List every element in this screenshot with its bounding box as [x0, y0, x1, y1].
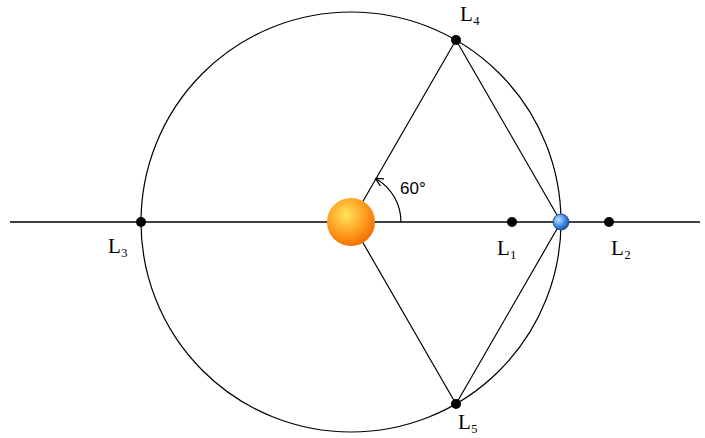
l5-planet-line: [456, 222, 561, 404]
l4-planet-line: [456, 40, 561, 222]
sun: [327, 198, 375, 246]
l1-dot: [507, 217, 517, 227]
point-label: L₂: [611, 238, 631, 259]
l5-dot: [451, 399, 461, 409]
l2-dot: [604, 217, 614, 227]
planet: [553, 214, 569, 230]
point-label: L₁: [497, 238, 517, 259]
angle-arc: [376, 179, 401, 222]
sun-l5-line: [351, 222, 456, 404]
l4-dot: [451, 35, 461, 45]
angle-label: 60°: [400, 180, 426, 197]
orbit-circle: [141, 12, 561, 432]
point-label: L₄: [460, 4, 480, 25]
l3-dot: [136, 217, 146, 227]
point-label: L₅: [458, 412, 478, 433]
sun-l4-line: [351, 40, 456, 222]
point-label: L₃: [108, 236, 128, 257]
